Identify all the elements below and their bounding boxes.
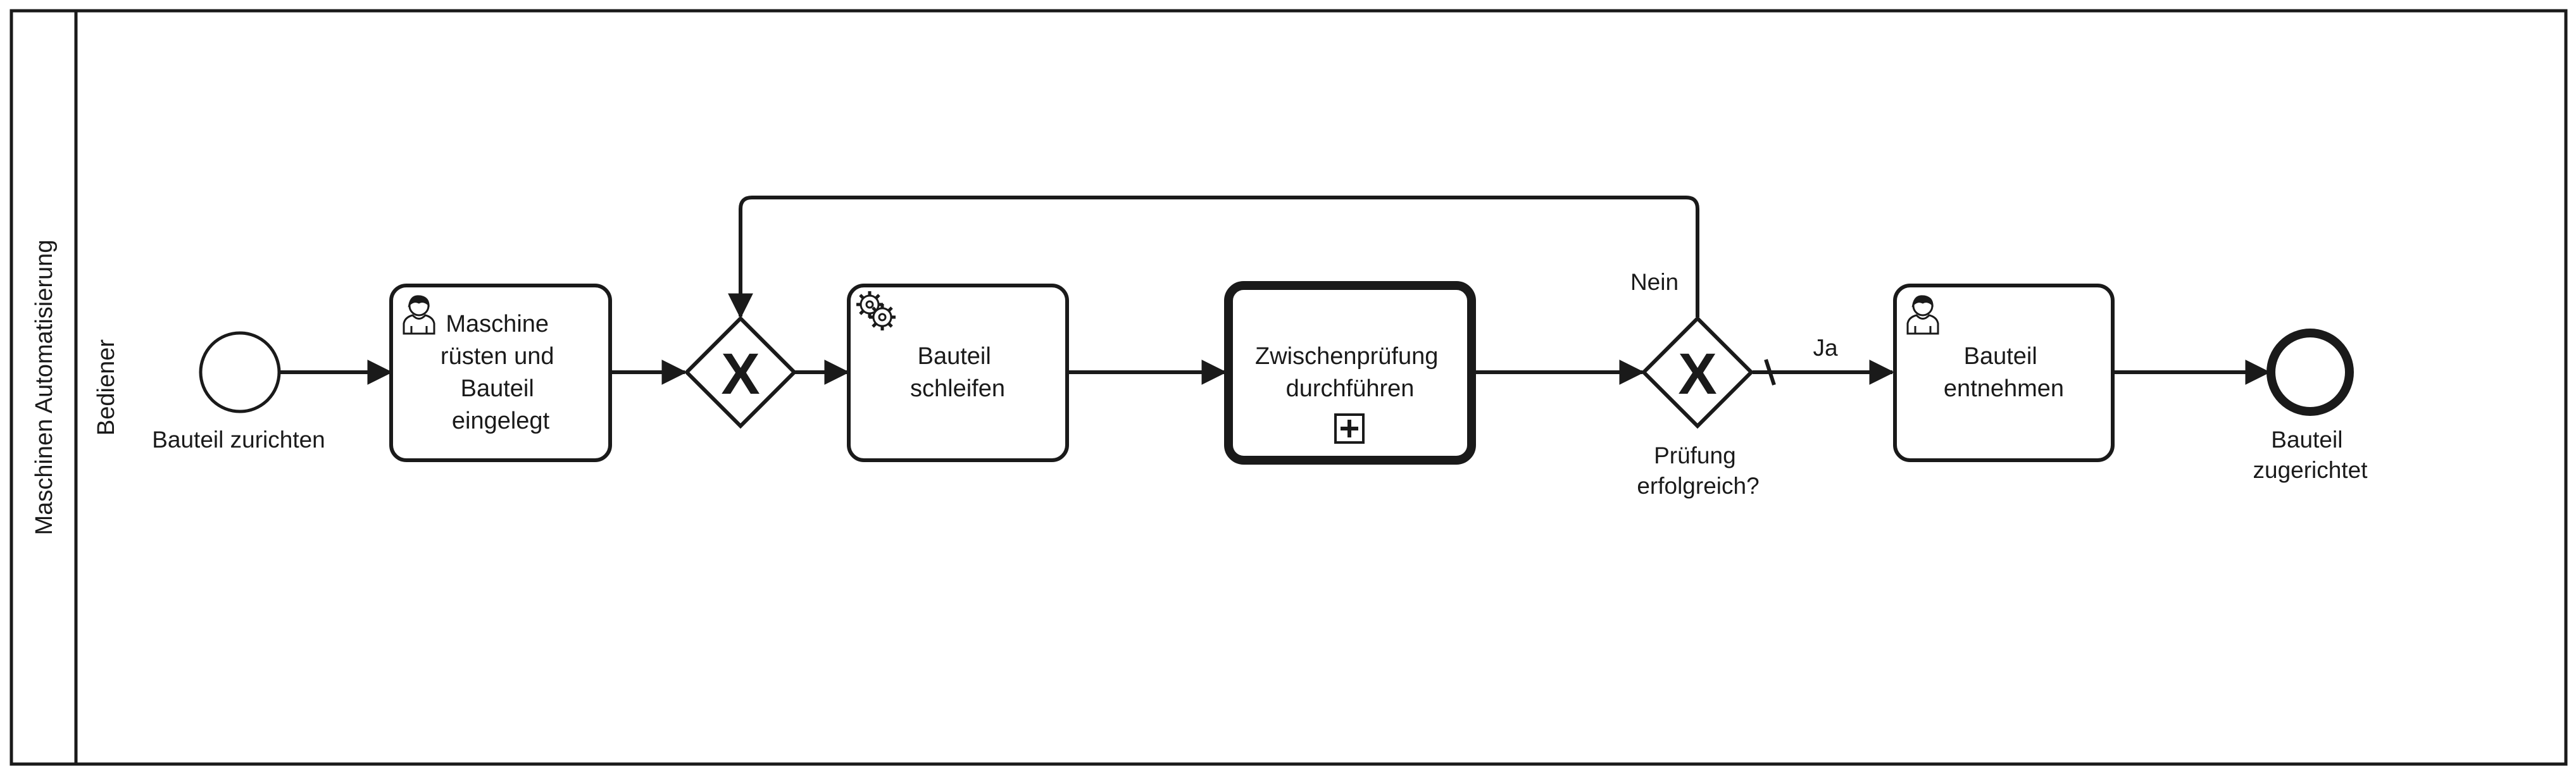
- sequence-flows: [280, 196, 2271, 385]
- lane-name: Bediener: [93, 339, 120, 436]
- gateway-check-symbol: X: [1678, 342, 1716, 406]
- end-event[interactable]: [2267, 329, 2354, 416]
- flow-no-label: Nein: [1630, 269, 1679, 295]
- subprocess-inspect-label: Zwischenprüfung durchführen: [1255, 343, 1445, 402]
- start-event-label: Bauteil zurichten: [152, 427, 325, 453]
- flow-yes-label: Ja: [1813, 335, 1838, 361]
- gateway-check[interactable]: X: [1641, 315, 1754, 429]
- gateway-merge[interactable]: X: [684, 315, 797, 429]
- task-remove-label: Bauteil entnehmen: [1944, 343, 2064, 402]
- user-icon: [1906, 295, 1939, 335]
- gear-icon: [856, 291, 896, 330]
- gateway-merge-symbol: X: [721, 342, 760, 406]
- task-grind[interactable]: [847, 284, 1069, 462]
- task-prepare[interactable]: [389, 284, 612, 462]
- gateway-check-label: Prüfung erfolgreich?: [1637, 442, 1759, 499]
- flow-no-loop[interactable]: [728, 196, 1699, 319]
- task-remove[interactable]: [1893, 284, 2115, 462]
- start-event[interactable]: [199, 331, 281, 413]
- subprocess-inspect[interactable]: [1224, 281, 1476, 465]
- task-prepare-label: Maschine rüsten und Bauteil eingelegt: [441, 311, 561, 434]
- pool-name: Maschinen Automatisierung: [31, 240, 58, 536]
- end-event-label: Bauteil zugerichtet: [2253, 427, 2368, 483]
- plus-box-icon[interactable]: [1334, 413, 1365, 444]
- user-icon: [403, 295, 435, 335]
- default-flow-marker: [1764, 359, 1776, 386]
- task-grind-label: Bauteil schleifen: [910, 343, 1005, 402]
